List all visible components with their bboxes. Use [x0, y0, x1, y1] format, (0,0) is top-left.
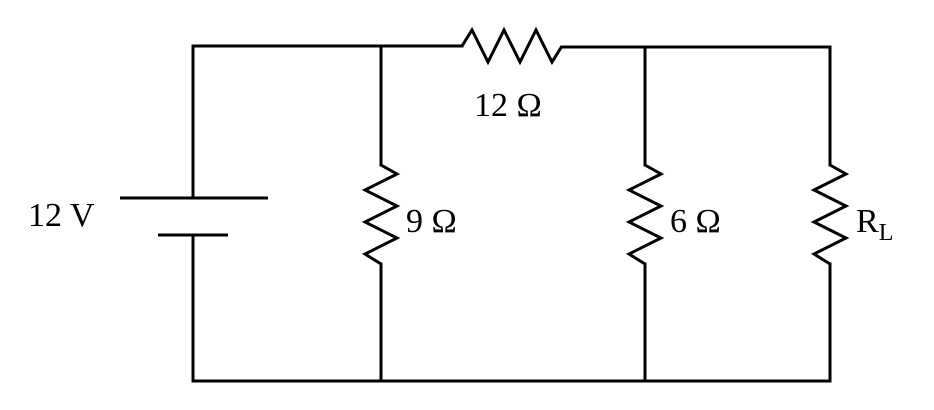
resistor-6-ohm-label: 6 Ω [670, 203, 721, 240]
resistor-9-ohm-label: 9 Ω [406, 203, 457, 240]
resistor-load-label-sub: L [879, 220, 894, 246]
resistor-load [810, 163, 850, 266]
resistor-12-ohm [460, 26, 564, 66]
resistor-load-label-main: R [856, 203, 879, 240]
resistor-load-label: RL [856, 203, 893, 246]
resistor-12-ohm-label: 12 Ω [474, 87, 542, 124]
resistor-9-ohm [361, 163, 401, 266]
resistor-6-ohm [625, 163, 665, 266]
source-voltage-label: 12 V [28, 197, 95, 234]
